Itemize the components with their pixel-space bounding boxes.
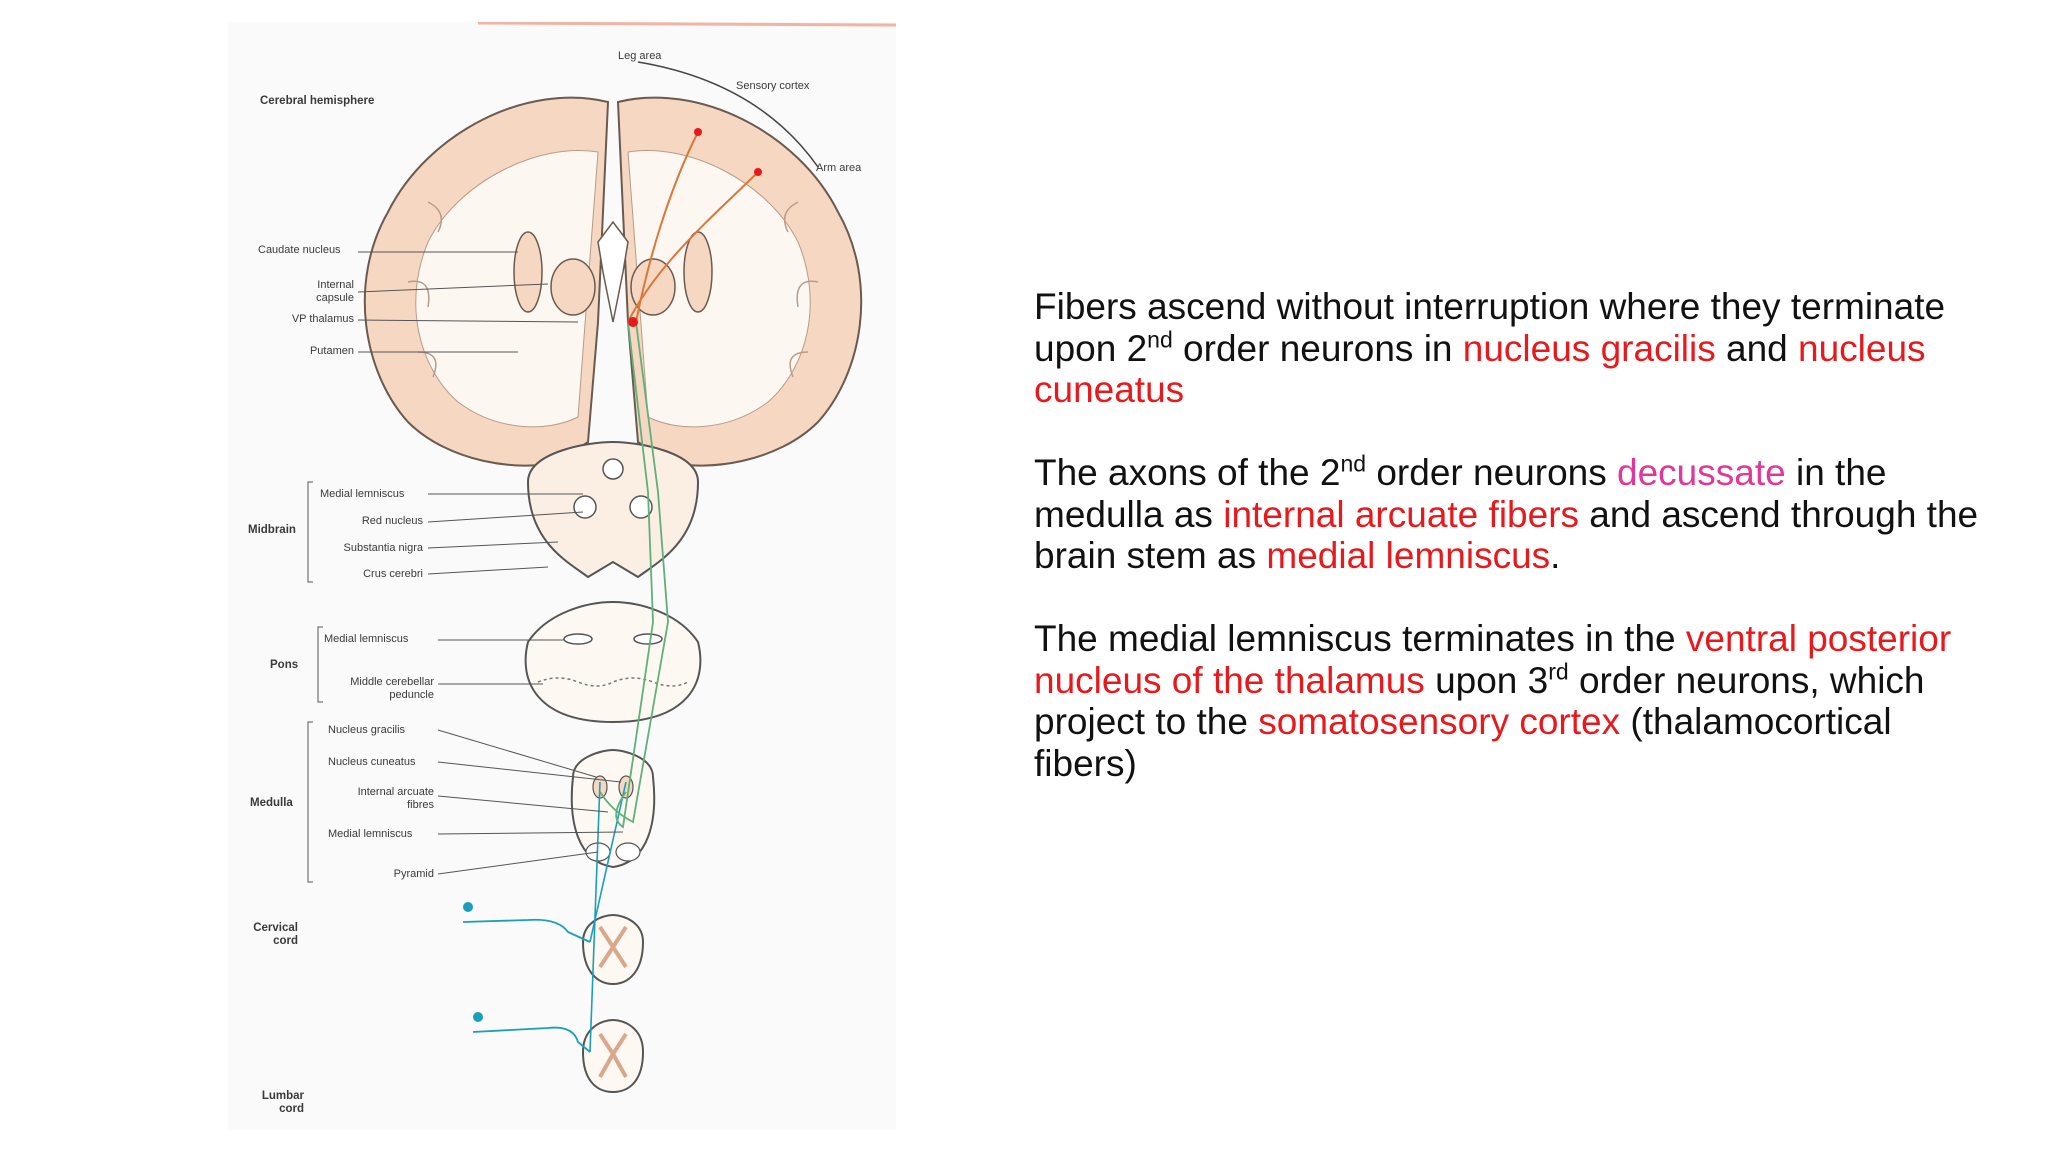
paragraph-decussate: The axons of the 2nd order neurons decus…: [1034, 452, 1994, 577]
right-red-nucleus: [629, 495, 653, 519]
explanation-text: Fibers ascend without interruption where…: [1034, 286, 1994, 826]
p1-text-a: Fibers ascend without interruption where…: [1034, 286, 1946, 369]
right-pyramid: [615, 842, 641, 862]
label-internal-capsule-1: Internal: [317, 279, 354, 291]
label-medulla-medial-lemniscus: Medial lemniscus: [328, 828, 413, 840]
label-cervical-1: Cervical: [253, 922, 298, 934]
leg-area-terminal: [694, 128, 702, 136]
p2-superscript: nd: [1340, 450, 1367, 477]
label-putamen: Putamen: [309, 345, 354, 357]
label-red-nucleus: Red nucleus: [361, 515, 423, 527]
leader-lines: [307, 251, 624, 883]
medial-lemniscus-cuneatus: [615, 321, 654, 829]
label-medulla: Medulla: [250, 797, 293, 809]
p3-superscript: rd: [1548, 658, 1569, 685]
label-internal-capsule-2: capsule: [316, 292, 354, 304]
left-putamen: [513, 231, 543, 313]
left-pons-lemniscus: [563, 633, 593, 645]
cervical-afferent-fibre: [462, 918, 591, 943]
top-edge-accent: [477, 22, 896, 27]
label-internal-arcuate-1: Internal arcuate: [357, 786, 434, 798]
fasciculus-cuneatus: [589, 781, 627, 943]
label-lumbar-1: Lumbar: [261, 1090, 304, 1102]
left-red-nucleus: [573, 495, 597, 519]
p1-text-b: order neurons in: [1172, 327, 1463, 369]
p3-text-b: upon 3: [1424, 659, 1549, 701]
paragraph-medial-lemniscus-terminates: The medial lemniscus terminates in the v…: [1034, 618, 1994, 784]
label-pons: Pons: [270, 659, 299, 671]
nucleus-cuneatus-shape: [618, 775, 634, 799]
p2-text-e: .: [1550, 535, 1561, 576]
p1-text-c: and: [1715, 327, 1799, 369]
label-middle-cerebellar-1: Middle cerebellar: [350, 676, 434, 688]
label-nucleus-cuneatus: Nucleus cuneatus: [328, 756, 416, 768]
lumbar-grey-matter: [598, 1032, 628, 1078]
p2-text-b: order neurons: [1366, 452, 1618, 493]
label-pyramid: Pyramid: [393, 868, 434, 880]
highlight-decussate: decussate: [1617, 452, 1786, 493]
highlight-internal-arcuate-fibers: internal arcuate fibers: [1223, 493, 1580, 535]
p2-text-a: The axons of the 2: [1034, 452, 1341, 493]
pons-section: [524, 600, 702, 724]
label-lumbar-2: cord: [279, 1103, 304, 1115]
highlight-medial-lemniscus: medial lemniscus: [1266, 535, 1551, 576]
label-leg-area: Leg area: [618, 50, 662, 62]
label-arm-area: Arm area: [816, 162, 862, 174]
left-white-matter: [415, 150, 599, 428]
p3-text-d: (thalamocortical fibers): [1034, 701, 1892, 784]
medial-lemniscus-gracilis: [599, 321, 669, 824]
paragraph-fibers-ascend: Fibers ascend without interruption where…: [1034, 286, 1994, 411]
thalamocortical-fibres: [627, 131, 759, 323]
label-crus-cerebri: Crus cerebri: [363, 568, 423, 580]
ventricles: [597, 220, 629, 323]
highlight-ventral-posterior-nucleus: ventral posterior nucleus of the thalamu…: [1034, 618, 1952, 701]
p3-text-a: The medial lemniscus terminates in the: [1034, 618, 1686, 659]
label-midbrain-medial-lemniscus: Medial lemniscus: [320, 488, 405, 500]
sensory-cortex-arc: [637, 61, 819, 168]
cervical-grey-matter: [598, 925, 628, 969]
label-middle-cerebellar-2: peduncle: [389, 689, 434, 701]
lumbar-afferent-fibre: [472, 1026, 591, 1053]
label-internal-arcuate-2: fibres: [407, 799, 434, 811]
right-putamen: [683, 231, 713, 313]
label-nucleus-gracilis: Nucleus gracilis: [328, 724, 406, 736]
right-white-matter: [627, 150, 811, 428]
label-cerebral-hemisphere: Cerebral hemisphere: [260, 95, 375, 107]
pathway-illustration: [307, 22, 896, 1094]
p2-text-d: and ascend through the brain stem as: [1034, 493, 1979, 577]
label-caudate-nucleus: Caudate nucleus: [258, 244, 341, 256]
left-thalamus: [550, 258, 596, 316]
label-sensory-cortex: Sensory cortex: [736, 80, 810, 92]
right-pons-lemniscus: [633, 633, 663, 645]
label-pons-medial-lemniscus: Medial lemniscus: [324, 633, 409, 645]
p2-text-c: in the medulla as: [1034, 452, 1887, 535]
label-cervical-2: cord: [273, 935, 298, 947]
highlight-nucleus-gracilis: nucleus gracilis: [1462, 327, 1716, 369]
cervical-ganglion-cell: [463, 902, 473, 912]
highlight-nucleus-cuneatus: nucleus cuneatus: [1034, 327, 1926, 411]
highlight-somatosensory-cortex: somatosensory cortex: [1258, 701, 1621, 742]
p1-superscript: nd: [1147, 326, 1173, 353]
thalamic-neuron: [628, 317, 638, 327]
lumbar-ganglion-cell: [473, 1012, 483, 1022]
right-thalamus: [630, 258, 676, 316]
label-midbrain: Midbrain: [248, 524, 296, 536]
label-vp-thalamus: VP thalamus: [291, 313, 354, 325]
gyri-lines: [407, 201, 819, 378]
label-substantia-nigra: Substantia nigra: [343, 542, 424, 554]
arm-area-terminal: [754, 168, 762, 176]
aqueduct: [602, 458, 624, 480]
p3-text-c: order neurons, which project to the: [1034, 659, 1925, 743]
dorsal-column-pathway-figure: Leg area Sensory cortex Arm area Cerebra…: [228, 22, 896, 1130]
